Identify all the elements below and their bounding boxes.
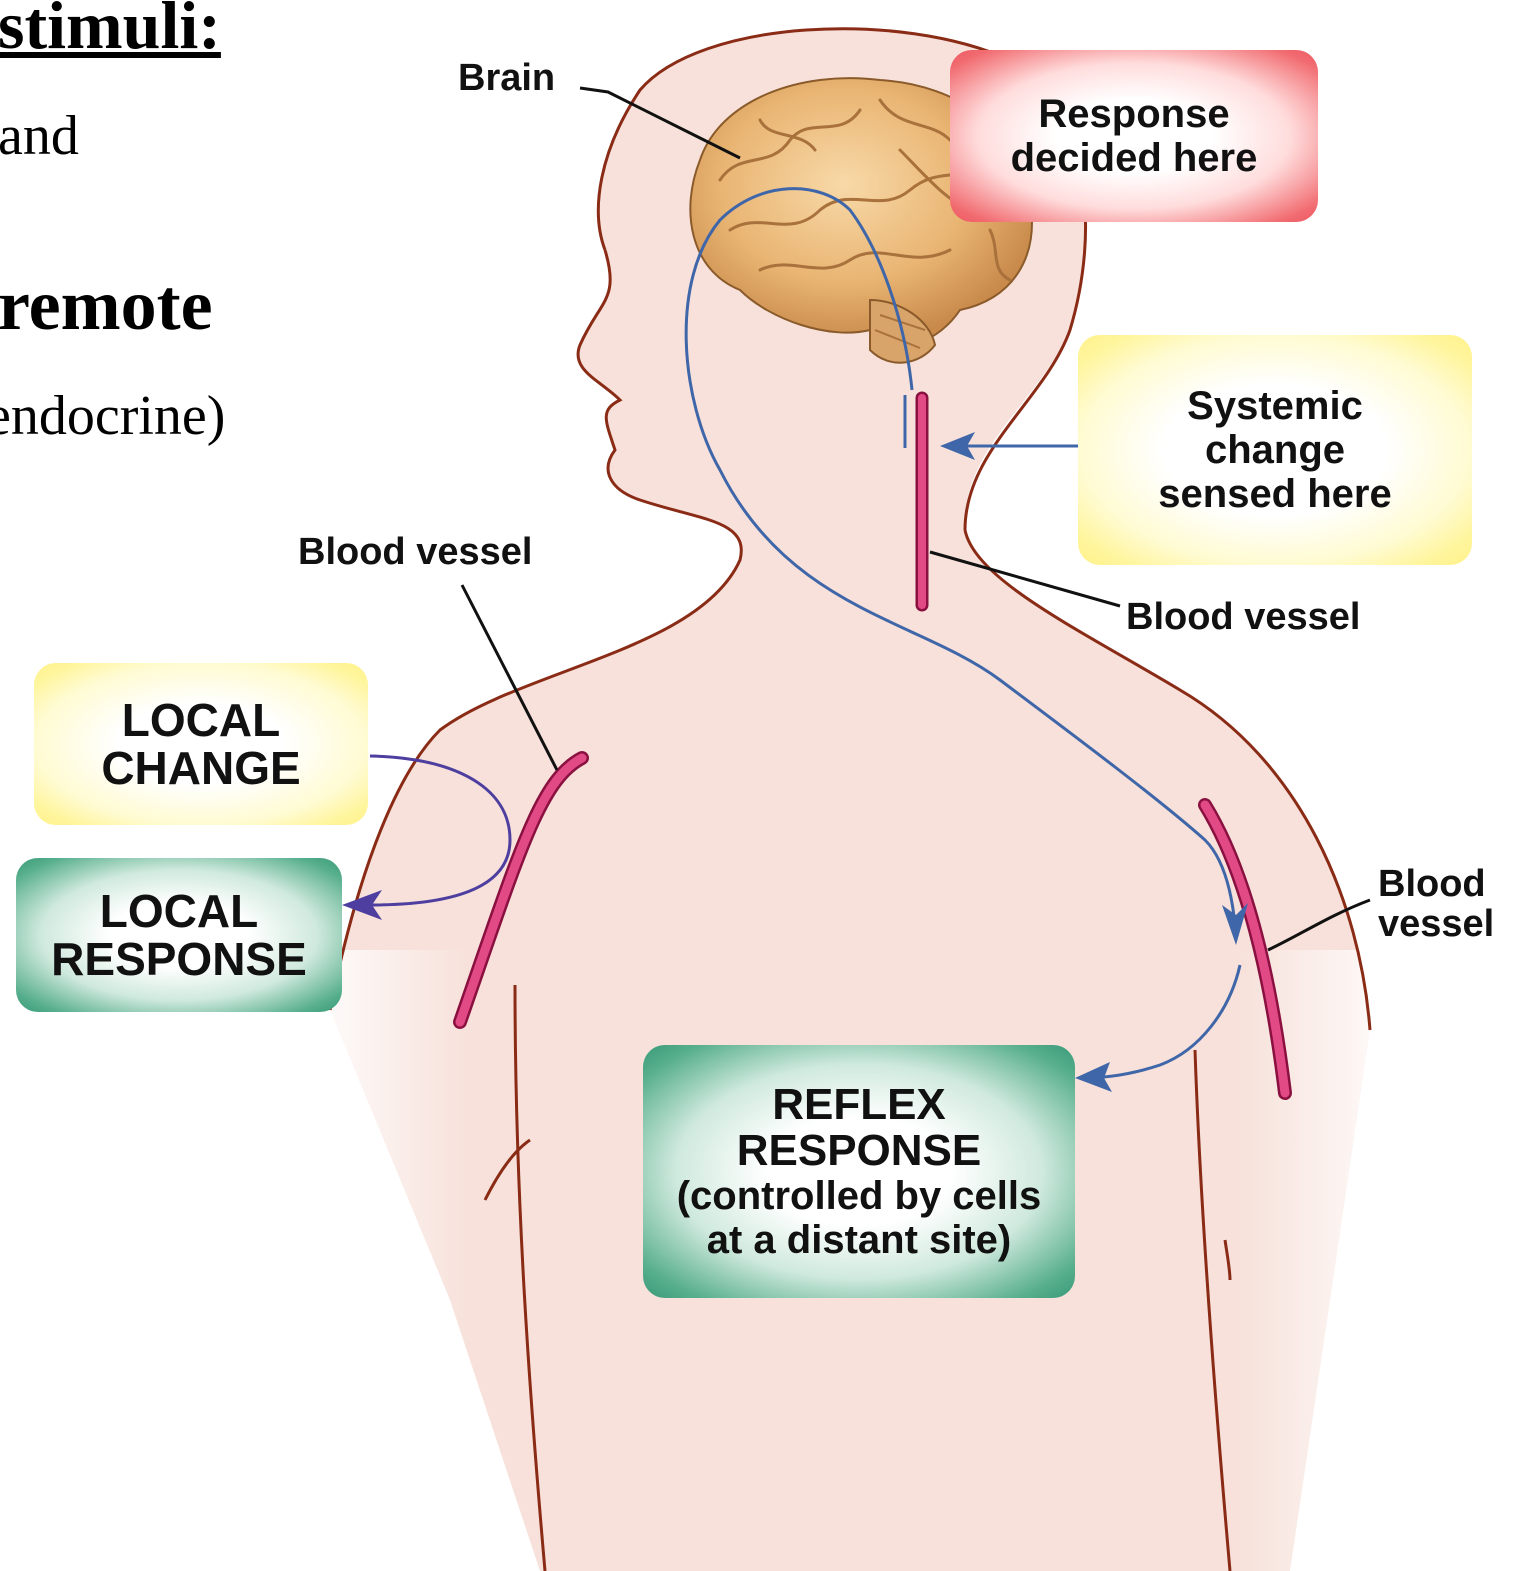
box-local-response-line: LOCAL <box>100 887 258 935</box>
slide-text-endocrine: endocrine) <box>0 384 225 448</box>
label-blood-vessel-neck: Blood vessel <box>1126 597 1360 637</box>
left-fade <box>300 950 470 1571</box>
label-brain: Brain <box>458 58 555 98</box>
right-fade <box>1240 950 1410 1571</box>
box-response-decided-line: decided here <box>1011 136 1258 180</box>
box-reflex-response-line: REFLEX <box>772 1082 946 1128</box>
box-reflex-response-line: (controlled by cells <box>677 1174 1042 1218</box>
box-systemic-change-line: Systemic <box>1187 384 1363 428</box>
slide-text-and: and <box>0 104 79 168</box>
box-local-response-line: RESPONSE <box>51 935 307 983</box>
label-blood-vessel-upper-left: Blood vessel <box>298 532 532 572</box>
label-blood-vessel-right: Blood vessel <box>1378 864 1494 944</box>
label-blood-vessel-right-line1: Blood <box>1378 864 1494 904</box>
box-local-change: LOCAL CHANGE <box>34 663 368 825</box>
box-reflex-response: REFLEX RESPONSE (controlled by cells at … <box>643 1045 1075 1298</box>
box-systemic-change-line: change <box>1205 428 1345 472</box>
box-response-decided: Response decided here <box>950 50 1318 222</box>
box-response-decided-line: Response <box>1038 92 1229 136</box>
box-systemic-change: Systemic change sensed here <box>1078 335 1472 565</box>
box-local-response: LOCAL RESPONSE <box>16 858 342 1012</box>
label-blood-vessel-right-line2: vessel <box>1378 904 1494 944</box>
box-reflex-response-line: RESPONSE <box>737 1128 982 1174</box>
box-reflex-response-line: at a distant site) <box>707 1218 1012 1262</box>
slide-text-remote: remote <box>0 264 213 347</box>
box-local-change-line: LOCAL <box>122 696 280 744</box>
box-systemic-change-line: sensed here <box>1158 472 1391 516</box>
slide-heading: stimuli: <box>0 0 221 65</box>
box-local-change-line: CHANGE <box>101 744 300 792</box>
